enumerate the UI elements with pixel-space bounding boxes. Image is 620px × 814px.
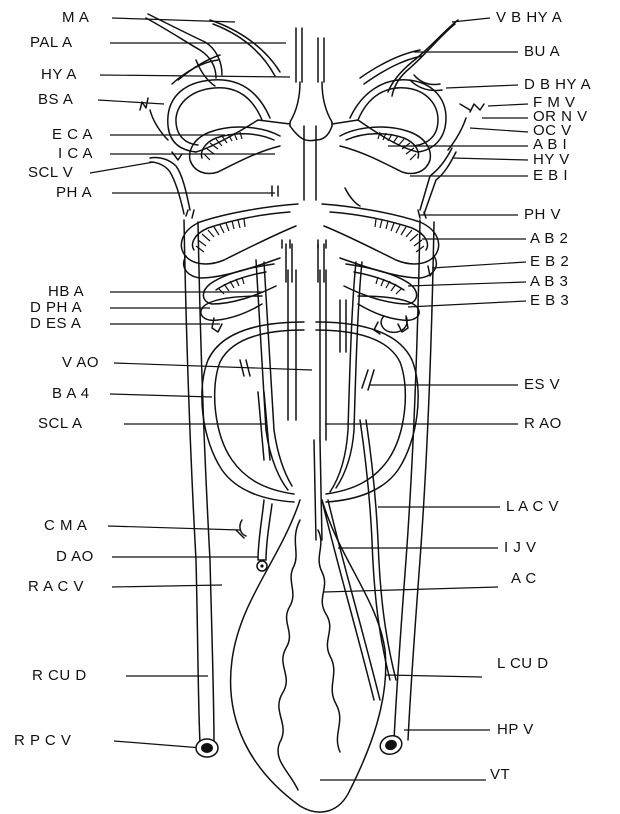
label-lcud: L CU D — [497, 655, 549, 672]
right-labels: V B HY A BU A D B HY A F M V OR N V OC V… — [490, 9, 591, 783]
label-des-a: D ES A — [30, 315, 81, 332]
label-rpcv: R P C V — [14, 732, 71, 749]
label-dbhya: D B HY A — [524, 76, 591, 93]
label-r-ao: R AO — [524, 415, 562, 432]
leader-lines — [90, 18, 528, 780]
label-lacv: L A C V — [506, 498, 559, 515]
label-bs-a: BS A — [38, 91, 73, 108]
label-eb3: E B 3 — [530, 292, 569, 309]
label-ab2: A B 2 — [530, 230, 568, 247]
vessel-drawing — [140, 14, 484, 812]
label-scl-a: SCL A — [38, 415, 82, 432]
label-ac: A C — [511, 570, 537, 587]
label-es-v: ES V — [524, 376, 560, 393]
label-rcud: R CU D — [32, 667, 87, 684]
label-ijv: I J V — [504, 539, 537, 556]
label-eca: E C A — [52, 126, 93, 143]
label-racv: R A C V — [28, 578, 84, 595]
label-v-ao: V AO — [62, 354, 99, 371]
label-ma: M A — [62, 9, 89, 26]
label-d-ao: D AO — [56, 548, 94, 565]
label-cma: C M A — [44, 517, 87, 534]
label-vt: VT — [490, 766, 510, 783]
label-pal-a: PAL A — [30, 34, 73, 51]
label-vbhya: V B HY A — [496, 9, 562, 26]
label-phv: PH V — [524, 206, 561, 223]
left-labels: M A PAL A HY A BS A E C A I C A SCL V PH… — [14, 9, 99, 749]
label-hb-a: HB A — [48, 283, 84, 300]
label-hy-a: HY A — [41, 66, 77, 83]
label-ab3: A B 3 — [530, 273, 568, 290]
label-eb2: E B 2 — [530, 253, 569, 270]
label-ph-a: PH A — [56, 184, 92, 201]
label-eb1: E B I — [533, 167, 568, 184]
label-ica: I C A — [58, 145, 93, 162]
label-dph-a: D PH A — [30, 299, 82, 316]
label-hpv: HP V — [497, 721, 534, 738]
label-scl-v: SCL V — [28, 164, 73, 181]
label-hyv: HY V — [533, 151, 570, 168]
gill-filaments-3-right — [376, 277, 402, 294]
label-bu-a: BU A — [524, 43, 560, 60]
label-ba4: B A 4 — [52, 385, 90, 402]
